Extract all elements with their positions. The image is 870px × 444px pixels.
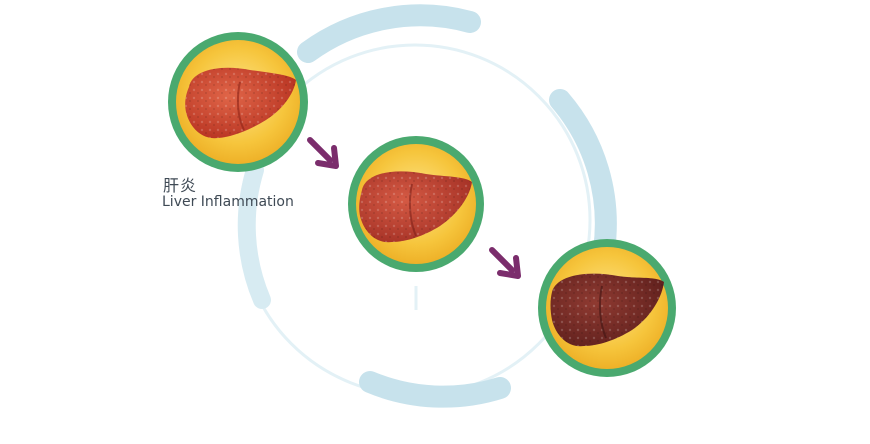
ring-arc-top	[297, 4, 481, 63]
stage-badge-inflammation	[168, 32, 308, 172]
stage-label-en: Liver Inflammation	[162, 194, 294, 210]
arrow-icon	[489, 247, 521, 279]
background-ring	[237, 4, 617, 408]
ring-arc-right	[549, 89, 617, 261]
liver-icon	[359, 171, 472, 243]
stage-label-zh: 肝炎	[163, 176, 198, 195]
stage-badge-fibrosis	[348, 136, 484, 272]
ring-arc-bottom	[359, 371, 511, 408]
liver-icon	[550, 273, 664, 347]
arrow-icon	[307, 137, 339, 169]
liver-icon	[185, 67, 296, 139]
ring-arc-left	[237, 161, 271, 309]
stage-badge-cirrhosis	[538, 239, 676, 377]
